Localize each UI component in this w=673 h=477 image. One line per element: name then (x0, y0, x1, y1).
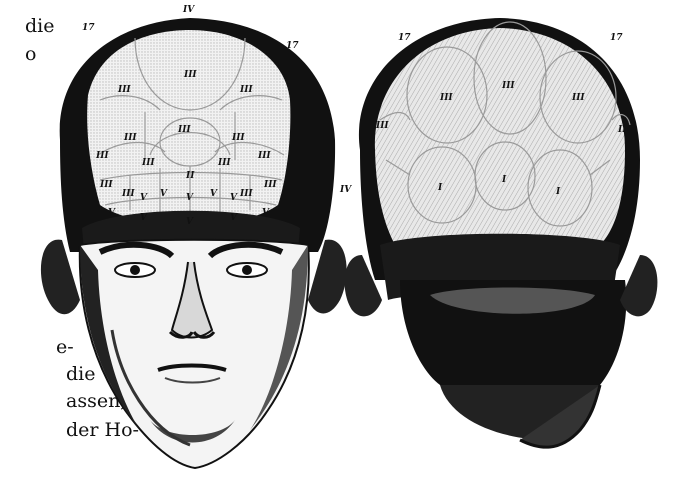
front-label: III (183, 70, 197, 80)
front-label: 17 (82, 23, 95, 33)
front-label: III (231, 133, 245, 143)
front-label: IV (182, 5, 195, 15)
front-label: V (210, 189, 218, 199)
back-head (345, 18, 658, 447)
front-label: 17 (286, 41, 299, 51)
front-label: III (141, 158, 155, 168)
back-label: III (501, 81, 515, 91)
front-label: V (140, 193, 148, 203)
front-label: III (117, 85, 131, 95)
back-label: I (555, 187, 561, 197)
front-label: III (121, 189, 135, 199)
front-head (41, 18, 347, 468)
back-label: 17 (398, 33, 411, 43)
front-label: V (230, 193, 238, 203)
back-label: III (439, 93, 453, 103)
front-label: III (239, 85, 253, 95)
front-label: V (140, 213, 148, 223)
back-label: 17 (610, 33, 623, 43)
front-label: V (108, 208, 116, 218)
front-label: III (263, 180, 277, 190)
front-label: V (262, 208, 270, 218)
front-label: III (99, 180, 113, 190)
front-label: III (123, 133, 137, 143)
front-label: V (230, 213, 238, 223)
back-label: III (571, 93, 585, 103)
back-label: I (437, 183, 443, 193)
front-label: III (257, 151, 271, 161)
back-label: IV (339, 185, 352, 195)
front-label: III (239, 189, 253, 199)
back-label: III (375, 121, 389, 131)
front-label: V (186, 217, 194, 227)
front-label: V (186, 193, 194, 203)
front-label: III (217, 158, 231, 168)
back-label: III (617, 125, 631, 135)
front-label: II (185, 171, 195, 181)
front-label: V (160, 189, 168, 199)
back-label: I (501, 175, 507, 185)
front-label: III (177, 125, 191, 135)
front-label: III (95, 151, 109, 161)
